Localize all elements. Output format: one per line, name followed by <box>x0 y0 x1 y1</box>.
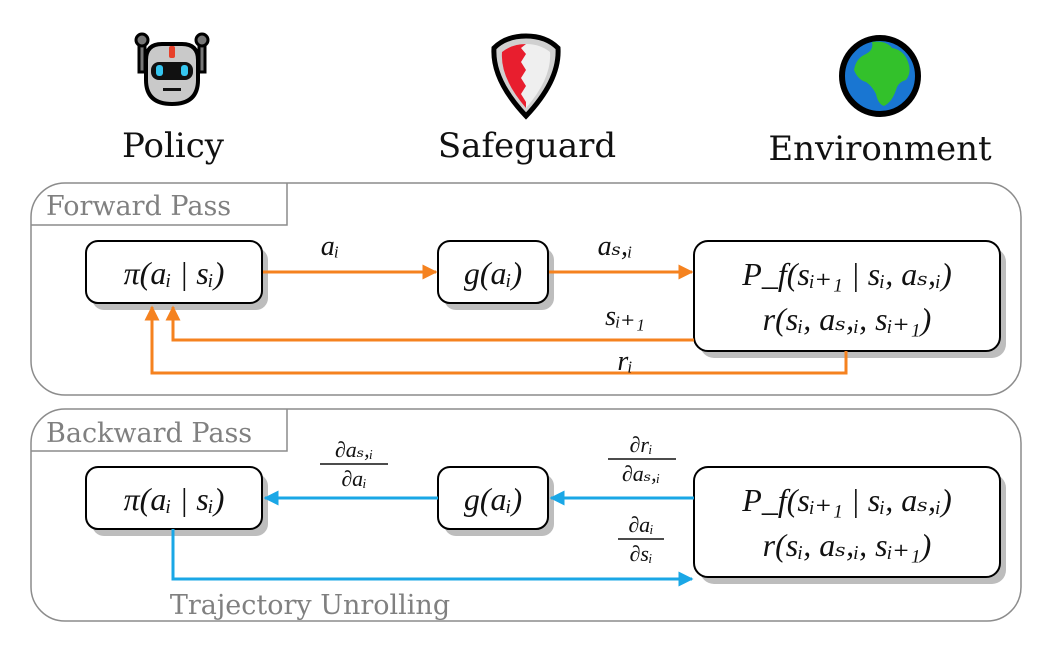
trajectory-unrolling-label: Trajectory Unrolling <box>170 590 450 621</box>
backward-policy-node: π(aᵢ | sᵢ) <box>85 466 268 536</box>
forward-policy-expr: π(aᵢ | sᵢ) <box>124 255 225 291</box>
forward-safeguard-node: g(aᵢ) <box>437 240 554 310</box>
frac-denominator: ∂sᵢ <box>630 541 653 566</box>
edge-label-grad-reward: ∂rᵢ ∂aₛ,ᵢ <box>608 432 676 486</box>
backward-env-reward: r(sᵢ, aₛ,ᵢ, sᵢ₊₁) <box>763 527 932 563</box>
edge-label-next-state: sᵢ₊₁ <box>605 301 645 332</box>
edge-label-action: aᵢ <box>321 231 339 262</box>
edge-label-grad-safeguard: ∂aₛ,ᵢ ∂aᵢ <box>320 437 388 491</box>
forward-policy-node: π(aᵢ | sᵢ) <box>85 240 268 310</box>
shield-icon <box>491 33 561 120</box>
edge-label-safe-action: aₛ,ᵢ <box>598 231 633 262</box>
globe-icon <box>839 35 921 117</box>
frac-numerator: ∂aᵢ <box>628 512 653 537</box>
actor-label-safeguard: Safeguard <box>438 126 616 166</box>
backward-env-transition: P_f(sᵢ₊₁ | sᵢ, aₛ,ᵢ) <box>741 482 951 518</box>
edge-grad-policy <box>171 529 694 587</box>
forward-env-transition: P_f(sᵢ₊₁ | sᵢ, aₛ,ᵢ) <box>741 256 951 292</box>
edge-label-reward: rᵢ <box>617 346 632 377</box>
edge-label-grad-policy: ∂aᵢ ∂sᵢ <box>618 512 664 566</box>
actor-label-policy: Policy <box>122 126 225 166</box>
backward-safeguard-node: g(aᵢ) <box>437 466 554 536</box>
forward-safeguard-expr: g(aᵢ) <box>464 255 522 291</box>
actor-label-environment: Environment <box>768 129 992 169</box>
backward-pass-label: Backward Pass <box>46 418 252 449</box>
frac-numerator: ∂aₛ,ᵢ <box>335 437 373 462</box>
forward-env-reward: r(sᵢ, aₛ,ᵢ, sᵢ₊₁) <box>763 301 932 337</box>
frac-numerator: ∂rᵢ <box>630 432 653 457</box>
backward-policy-expr: π(aᵢ | sᵢ) <box>124 481 225 517</box>
frac-denominator: ∂aᵢ <box>341 466 366 491</box>
frac-denominator: ∂aₛ,ᵢ <box>622 461 660 486</box>
forward-pass-panel: Forward Pass π(aᵢ | sᵢ) g(aᵢ) P_f(sᵢ₊₁ |… <box>30 182 1022 396</box>
robot-icon <box>134 32 210 107</box>
edge-reward <box>144 305 848 375</box>
backward-safeguard-expr: g(aᵢ) <box>464 481 522 517</box>
backward-environment-node: P_f(sᵢ₊₁ | sᵢ, aₛ,ᵢ) r(sᵢ, aₛ,ᵢ, sᵢ₊₁) <box>693 466 1006 584</box>
forward-environment-node: P_f(sᵢ₊₁ | sᵢ, aₛ,ᵢ) r(sᵢ, aₛ,ᵢ, sᵢ₊₁) <box>693 240 1006 358</box>
backward-pass-panel: Backward Pass π(aᵢ | sᵢ) g(aᵢ) P_f(sᵢ₊₁ … <box>30 408 1022 622</box>
edge-next-state <box>165 305 694 342</box>
forward-pass-label: Forward Pass <box>46 191 231 222</box>
